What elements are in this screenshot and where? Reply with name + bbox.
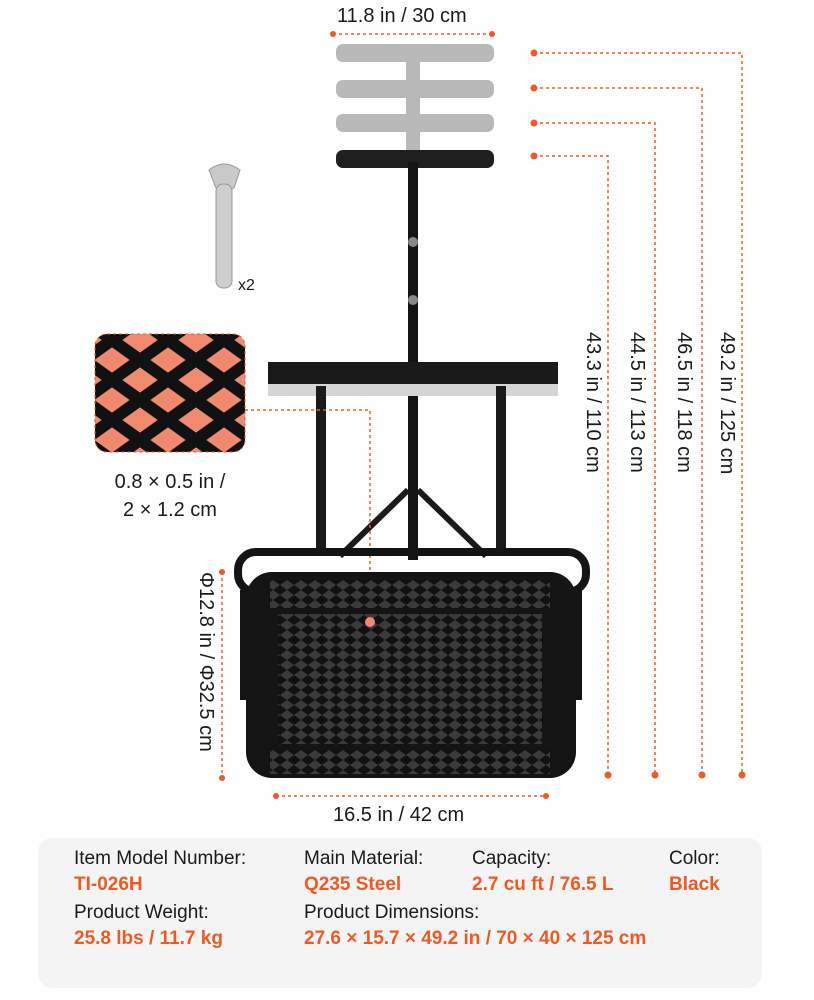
handle-positions [336,44,494,560]
spec-model: Item Model Number: TI-026H [74,848,246,896]
spec-capacity-label: Capacity: [472,848,552,869]
wrench-icon [208,163,241,289]
wrench-count: x2 [238,277,255,294]
mesh-size-line1: 0.8 × 0.5 in / [114,471,226,493]
spec-model-value: TI-026H [74,874,143,895]
height-label-2: 44.5 in / 113 cm [626,332,648,473]
spec-color-value: Black [669,874,720,895]
handle-width-dimension [330,31,495,37]
spec-dimensions-value: 27.6 × 15.7 × 49.2 in / 70 × 40 × 125 cm [304,928,647,949]
height-label-4: 49.2 in / 125 cm [716,332,738,475]
spec-dimensions: Product Dimensions: 27.6 × 15.7 × 49.2 i… [304,902,646,950]
height-guides [534,52,743,775]
spec-panel: Item Model Number: TI-026H Main Material… [38,838,762,988]
spec-material-label: Main Material: [304,848,424,869]
spec-material-value: Q235 Steel [304,874,402,895]
height-guide-dots [530,49,746,779]
height-label-3: 46.5 in / 118 cm [673,332,695,473]
spec-dimensions-label: Product Dimensions: [304,902,480,923]
height-label-1: 43.3 in / 110 cm [582,332,604,473]
spec-model-label: Item Model Number: [74,848,247,869]
drum-length-label: 16.5 in / 42 cm [333,804,465,826]
brush-bar [268,362,558,559]
mesh-size-label: 0.8 × 0.5 in / 2 × 1.2 cm [70,468,270,524]
spec-color: Color: Black [669,848,720,896]
spec-material: Main Material: Q235 Steel [304,848,423,896]
spec-capacity: Capacity: 2.7 cu ft / 76.5 L [472,848,614,896]
handle-width-label: 11.8 in / 30 cm [337,5,467,27]
drum-diameter-label: Φ12.8 in / Φ32.5 cm [195,572,217,752]
spec-weight-value: 25.8 lbs / 11.7 kg [74,928,223,949]
drum [234,548,590,778]
spec-color-label: Color: [669,848,720,869]
spec-weight-label: Product Weight: [74,902,209,923]
spec-weight: Product Weight: 25.8 lbs / 11.7 kg [74,902,223,950]
spec-capacity-value: 2.7 cu ft / 76.5 L [472,874,614,895]
drum-diameter-dimension [219,569,225,781]
mesh-size-line2: 2 × 1.2 cm [123,499,217,521]
drum-length-dimension [273,793,549,799]
